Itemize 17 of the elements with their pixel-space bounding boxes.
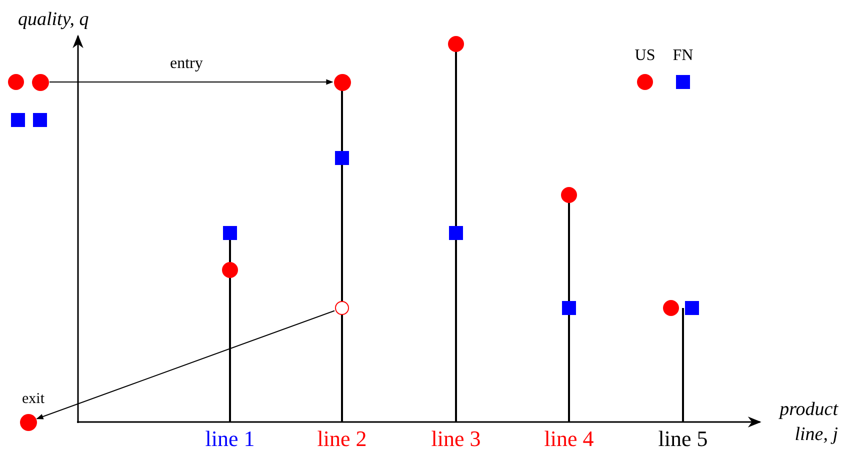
edge-label: entry: [170, 56, 203, 72]
category-label: line 2: [317, 428, 367, 450]
axis-label: product line, j: [778, 398, 838, 447]
circle-marker: [334, 74, 350, 90]
arrow: [49, 79, 334, 85]
open-circle-marker: [335, 301, 349, 315]
legend-label: US: [634, 48, 656, 64]
marker-caption: exit: [22, 392, 44, 407]
category-label: line 3: [431, 428, 481, 450]
category-label: line 1: [205, 428, 255, 450]
category-label: line 4: [544, 428, 594, 450]
arrow: [36, 310, 335, 420]
category-label: line 5: [658, 428, 708, 450]
circle-marker: [32, 74, 48, 90]
axis-label: quality, q: [18, 10, 89, 29]
legend-label: FN: [672, 48, 694, 64]
circle-marker: [20, 414, 36, 430]
